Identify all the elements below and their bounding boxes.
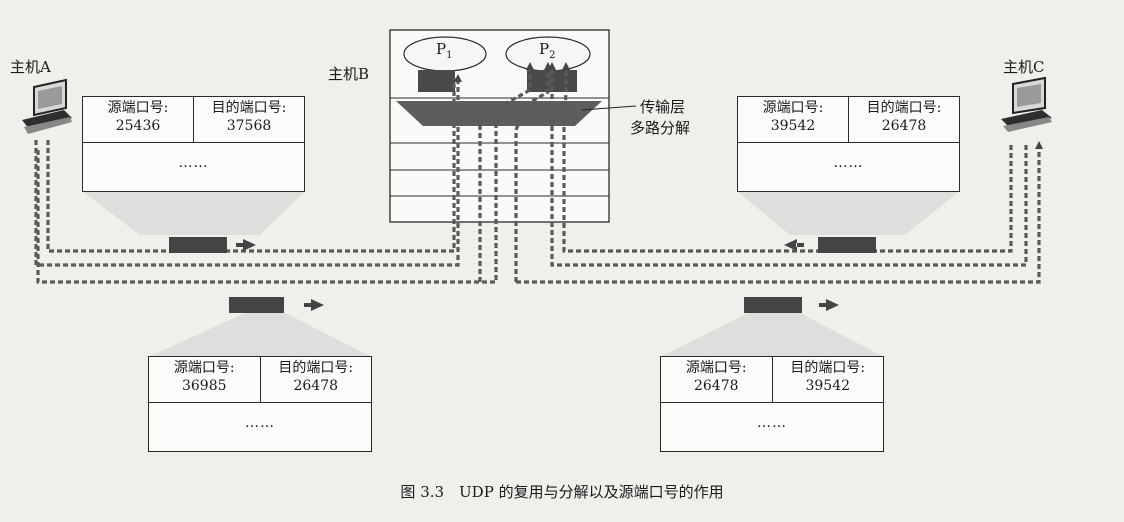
arrow-right-icon <box>304 299 324 311</box>
src-port-cell: 源端口号:25436 <box>107 100 169 134</box>
demux-label: 多路分解 <box>630 119 691 137</box>
segment-c-lower <box>744 297 802 313</box>
host-c-computer-icon <box>1001 76 1052 132</box>
segment-header-bottom-right: 源端口号:26478 目的端口号:39542 …… <box>660 356 884 452</box>
segment-header-bottom-left: 源端口号:36985 目的端口号:26478 …… <box>148 356 372 452</box>
arrow-left-icon <box>784 239 804 251</box>
process-p2-label: P2 <box>539 40 556 61</box>
dst-port-cell: 目的端口号:26478 <box>259 357 372 403</box>
segment-a-lower <box>229 297 284 313</box>
dst-port-cell: 目的端口号:39542 <box>771 357 884 403</box>
projection-tl <box>82 191 305 235</box>
segment-header-top-right: 源端口号:39542 目的端口号:26478 …… <box>737 96 960 192</box>
path-c-bottom <box>516 141 1043 284</box>
path-c-inner <box>562 62 1013 253</box>
segment-c-upper <box>818 237 876 253</box>
figure-caption: 图 3.3 UDP 的复用与分解以及源端口号的作用 <box>400 483 724 501</box>
arrow-right-icon <box>819 299 839 311</box>
transport-demux-funnel <box>396 101 602 126</box>
projection-bl <box>148 313 372 357</box>
path-a-inner <box>46 78 456 253</box>
segment-a-upper <box>169 237 227 253</box>
src-port-cell: 源端口号:39542 <box>762 100 824 134</box>
process-p1-label: P1 <box>436 40 453 61</box>
transport-layer-label: 传输层 <box>640 98 686 116</box>
path-c-return <box>514 119 522 282</box>
src-port-cell: 源端口号:36985 <box>173 360 235 394</box>
socket-p1 <box>418 70 455 92</box>
dst-port-cell: 目的端口号:37568 <box>193 97 304 143</box>
path-c <box>548 62 1028 267</box>
payload-ellipsis: …… <box>757 415 787 432</box>
projection-br <box>660 313 884 357</box>
payload-ellipsis: …… <box>178 155 209 172</box>
host-a-label: 主机A <box>10 58 51 76</box>
projection-tr <box>737 191 960 235</box>
dst-port-cell: 目的端口号:26478 <box>848 97 959 143</box>
payload-ellipsis: …… <box>245 415 275 432</box>
arrow-right-icon <box>236 239 256 251</box>
host-a-computer-icon <box>22 78 72 134</box>
path-center <box>478 62 534 282</box>
payload-ellipsis: …… <box>833 155 864 172</box>
host-c-label: 主机C <box>1003 58 1045 76</box>
host-b-label: 主机B <box>328 65 370 83</box>
src-port-cell: 源端口号:26478 <box>685 360 747 394</box>
segment-header-top-left: 源端口号:25436 目的端口号:37568 …… <box>82 96 305 192</box>
path-a-outer <box>34 74 462 267</box>
